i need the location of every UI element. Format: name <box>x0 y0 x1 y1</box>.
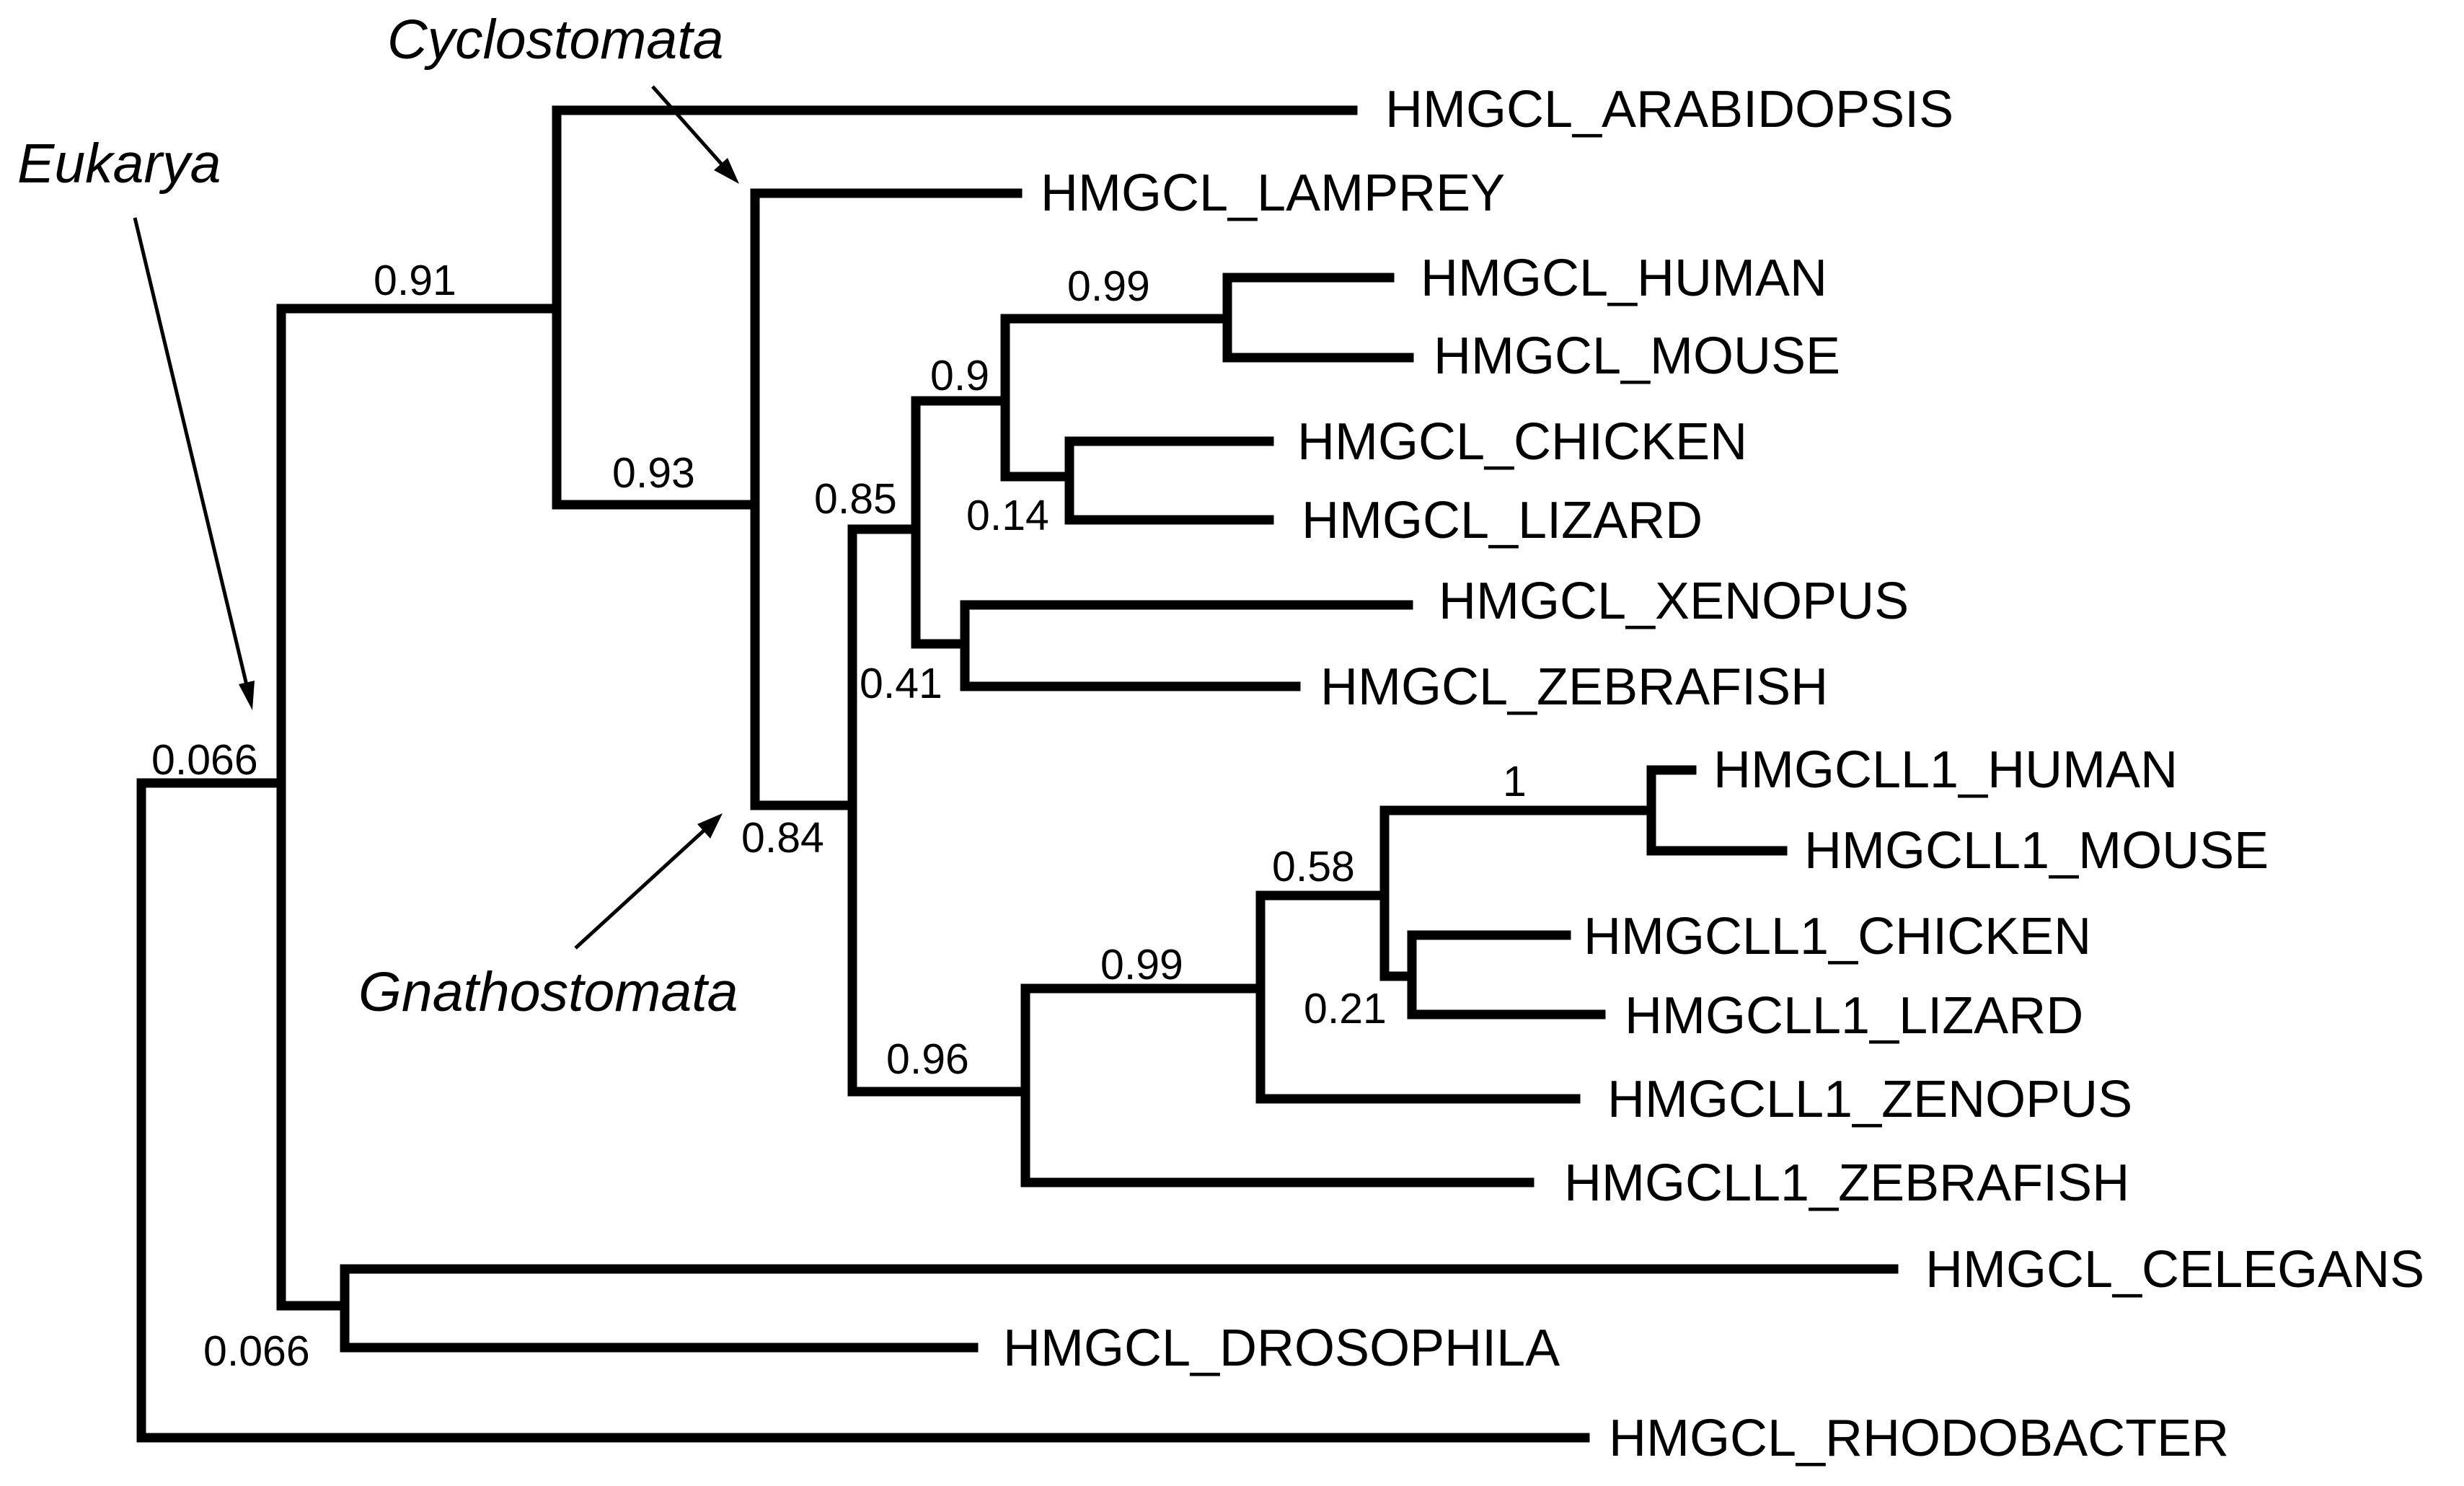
leaf-hmgcl-human: HMGCL_HUMAN <box>1421 249 1827 307</box>
support-values: 0.066 0.91 0.93 0.84 0.85 0.96 0.9 0.41 … <box>151 257 1527 1375</box>
support-euk-plant-vertebrates: 0.91 <box>374 257 456 304</box>
leaf-hmgcl-xenopus: HMGCL_XENOPUS <box>1439 572 1909 630</box>
support-hmgcll1-chicken-lizard: 0.21 <box>1304 985 1387 1032</box>
branch-eukarya <box>276 304 562 1311</box>
leaf-hmgcl-lamprey: HMGCL_LAMPREY <box>1041 164 1505 222</box>
support-mammals: 0.99 <box>1067 262 1150 310</box>
leaf-hmgcl-celegans: HMGCL_CELEGANS <box>1925 1241 2424 1299</box>
support-root: 0.066 <box>151 736 258 784</box>
support-xenopus-zebrafish: 0.41 <box>860 660 942 707</box>
leaf-hmgcll1-human: HMGCLL1_HUMAN <box>1713 741 2178 799</box>
support-invertebrates: 0.066 <box>203 1327 310 1375</box>
leaf-hmgcl-drosophila: HMGCL_DROSOPHILA <box>1003 1319 1560 1377</box>
clade-label-gnathostomata: Gnathostomata <box>358 961 738 1023</box>
leaf-hmgcll1-zebrafish: HMGCLL1_ZEBRAFISH <box>1564 1154 2129 1212</box>
support-chicken-lizard: 0.14 <box>966 492 1049 539</box>
branch-vertebrates <box>750 188 1023 810</box>
leaf-hmgcl-lizard: HMGCL_LIZARD <box>1302 492 1703 549</box>
branch-hmgcll1-tetrapods <box>1255 890 1581 1104</box>
leaf-hmgcll1-mouse: HMGCLL1_MOUSE <box>1804 822 2269 880</box>
branch-xenopus-zebrafish <box>960 600 1413 691</box>
branch-chicken-lizard <box>1064 436 1274 525</box>
branch-mammals <box>1222 273 1414 363</box>
branch-hmgcll1-amniota <box>1379 805 1656 981</box>
leaf-hmgcl-zebrafish: HMGCL_ZEBRAFISH <box>1320 658 1828 716</box>
tree-branches <box>136 105 1899 1443</box>
clade-label-cyclostomata: Cyclostomata <box>387 9 723 71</box>
arrow-eukarya <box>133 217 255 710</box>
clade-label-eukarya: Eukarya <box>17 133 221 195</box>
support-hmgcll1-amniota: 0.58 <box>1272 843 1355 890</box>
support-hmgcl-group: 0.85 <box>814 475 897 523</box>
support-vertebrates: 0.93 <box>612 449 695 497</box>
branch-hmgcll1-chicken-lizard <box>1407 930 1606 1020</box>
branch-hmgcl-group <box>911 396 1010 649</box>
branch-amniota <box>1000 314 1232 482</box>
leaf-hmgcl-arabidopsis: HMGCL_ARABIDOPSIS <box>1385 81 1953 138</box>
clade-annotations: Eukarya Cyclostomata Gnathostomata <box>17 9 739 1023</box>
leaf-hmgcll1-chicken: HMGCLL1_CHICKEN <box>1584 908 2091 965</box>
leaf-hmgcl-chicken: HMGCL_CHICKEN <box>1297 413 1747 471</box>
support-hmgcll1-tetrapods: 0.99 <box>1100 941 1183 989</box>
leaf-hmgcl-rhodobacter: HMGCL_RHODOBACTER <box>1609 1410 2229 1467</box>
branch-root <box>136 778 1590 1443</box>
branch-hmgcll1-mammals <box>1646 765 1788 856</box>
branch-invertebrates <box>340 1264 1899 1353</box>
leaf-labels: HMGCL_ARABIDOPSIS HMGCL_LAMPREY HMGCL_HU… <box>1003 81 2424 1467</box>
support-gnathostomata: 0.84 <box>741 814 824 862</box>
branch-plant-vertebrates <box>552 105 1358 510</box>
leaf-hmgcll1-zenopus: HMGCLL1_ZENOPUS <box>1607 1071 2132 1128</box>
support-amniota: 0.9 <box>930 352 989 399</box>
arrow-cyclostomata <box>651 85 739 184</box>
leaf-hmgcll1-lizard: HMGCLL1_LIZARD <box>1625 987 2083 1045</box>
support-hmgcll1-mammals: 1 <box>1503 758 1527 805</box>
branch-hmgcll1-group <box>1020 983 1535 1188</box>
arrow-gnathostomata <box>574 813 723 950</box>
support-hmgcll1-group: 0.96 <box>886 1035 969 1083</box>
leaf-hmgcl-mouse: HMGCL_MOUSE <box>1434 327 1840 385</box>
branch-gnathostomata <box>847 524 1030 1097</box>
